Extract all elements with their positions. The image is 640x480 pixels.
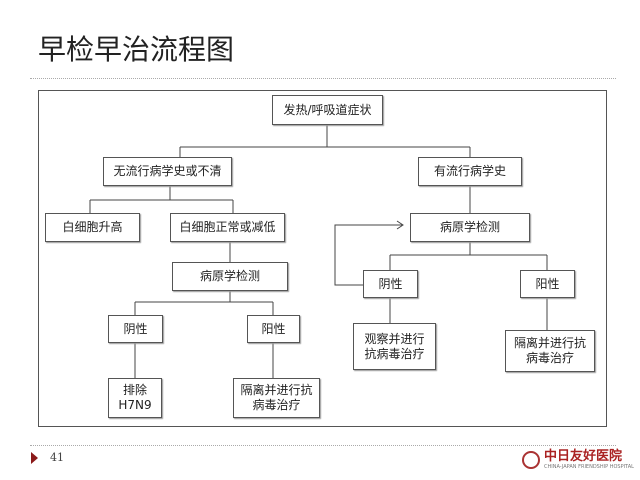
loop-back-arrow (334, 220, 404, 286)
node-root: 发热/呼吸道症状 (272, 95, 383, 125)
node-right-negative: 阴性 (363, 270, 418, 298)
logo-name: 中日友好医院 (544, 449, 623, 464)
line-1: 隔离并进行抗 (513, 336, 586, 350)
line-2: 抗病毒治疗 (364, 346, 425, 361)
node-wbc-high: 白细胞升高 (45, 213, 140, 242)
line-2: 病毒治疗 (525, 351, 574, 365)
left-test-connector (134, 242, 274, 315)
line-2: H7N9 (118, 398, 152, 412)
left-result-connector (134, 343, 274, 378)
node-left-isolate-treat: 隔离并进行抗 病毒治疗 (233, 378, 320, 418)
right-result-connector (389, 298, 548, 330)
node-left-pathogen-test: 病原学检测 (172, 262, 288, 291)
diagram-frame (38, 90, 607, 427)
hospital-seal-icon (522, 450, 540, 469)
line-1: 观察并进行 (364, 331, 425, 346)
slide-title: 早检早治流程图 (38, 33, 235, 66)
line-2: 病毒治疗 (252, 398, 301, 412)
left-split-connector (89, 186, 234, 213)
node-wbc-normal: 白细胞正常或减低 (170, 213, 285, 242)
node-no-epi-history: 无流行病学史或不清 (103, 157, 232, 186)
hospital-logo: 中日友好医院 CHINA-JAPAN FRIENDSHIP HOSPITAL (522, 449, 634, 470)
triangle-marker-icon (31, 452, 38, 464)
divider-top (30, 78, 616, 79)
node-right-positive: 阳性 (520, 270, 575, 298)
line-1: 隔离并进行抗 (240, 383, 313, 397)
divider-bottom (30, 445, 616, 446)
logo-text: 中日友好医院 CHINA-JAPAN FRIENDSHIP HOSPITAL (544, 449, 634, 470)
node-observe-treat: 观察并进行 抗病毒治疗 (353, 323, 436, 370)
node-right-pathogen-test: 病原学检测 (410, 213, 530, 242)
right-test-connector (389, 186, 548, 270)
node-right-isolate-treat: 隔离并进行抗 病毒治疗 (505, 330, 595, 372)
root-connector (179, 125, 471, 157)
node-left-negative: 阴性 (108, 315, 163, 343)
page-number: 41 (50, 451, 64, 464)
logo-subtitle: CHINA-JAPAN FRIENDSHIP HOSPITAL (544, 464, 634, 470)
node-epi-history: 有流行病学史 (418, 157, 522, 186)
node-exclude-h7n9: 排除 H7N9 (108, 378, 162, 418)
line-1: 排除 (122, 383, 147, 397)
node-left-positive: 阳性 (247, 315, 300, 343)
